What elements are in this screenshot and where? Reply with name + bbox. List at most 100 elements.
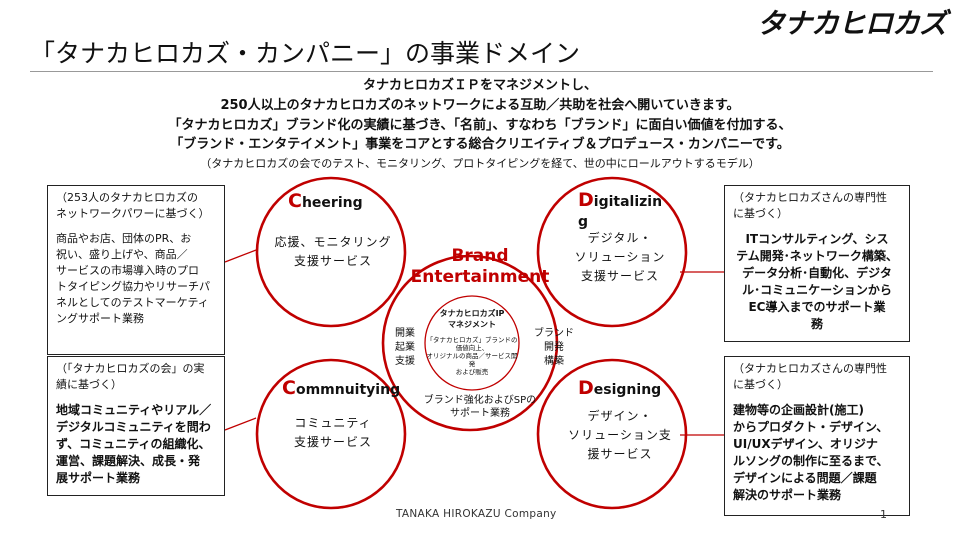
community-title-cap: C bbox=[282, 377, 296, 399]
box-body-line: UI/UXデザイン、オリジナ bbox=[733, 437, 878, 451]
community-title: Commnuitying bbox=[282, 377, 400, 399]
company-logo: タナカヒロカズ bbox=[756, 7, 947, 40]
digitalizing-title-rest: igitalizin bbox=[593, 194, 663, 210]
box-body-line: ネルとしてのテストマーケティ bbox=[56, 296, 209, 309]
box-body-line: データ分析･自動化、デジタ bbox=[742, 266, 892, 280]
brand-development-label: ブランド 開発 構築 bbox=[526, 327, 582, 369]
circle-community bbox=[255, 358, 407, 510]
box-body-line: EC導入までのサポート業 bbox=[748, 300, 886, 314]
page-title: 「タナカヒロカズ・カンパニー」の事業ドメイン bbox=[30, 39, 581, 68]
community-title-rest: ommnuitying bbox=[295, 382, 401, 398]
digitalizing-text-line: デジタル・ bbox=[587, 231, 653, 245]
brand-title-line: Entertainment bbox=[410, 267, 550, 287]
community-text: コミュニティ 支援サービス bbox=[258, 414, 408, 452]
startup-support-line: 開業 bbox=[395, 328, 415, 339]
box-body-line: 解決のサポート業務 bbox=[733, 488, 842, 502]
cheering-text-line: 支援サービス bbox=[293, 254, 372, 268]
brand-sp-support-label: ブランド強化およびSPの サポート業務 bbox=[400, 394, 560, 420]
box-digitalizing-description: （タナカヒロカズさんの専門性 に基づく） ITコンサルティング、シス テム開発･… bbox=[724, 185, 910, 342]
brand-sp-line: サポート業務 bbox=[450, 408, 510, 419]
intro-line: 「ブランド・エンタテイメント」事業をコアとする総合クリエイティブ＆プロデュース・… bbox=[170, 137, 790, 152]
ip-text-line: 「タナカヒロカズ」ブランドの bbox=[426, 336, 518, 344]
circle-designing bbox=[536, 358, 688, 510]
circle-brand-entertainment bbox=[381, 254, 559, 432]
digitalizing-title-cap: D bbox=[578, 189, 594, 211]
cheering-text-line: 応援、モニタリング bbox=[274, 235, 392, 249]
designing-text-line: デザイン・ bbox=[587, 409, 653, 423]
designing-text-line: ソリューション支 bbox=[568, 428, 672, 442]
intro-line: 250人以上のタナカヒロカズのネットワークによる互助／共助を社会へ開いていきます… bbox=[220, 98, 740, 113]
box-body-line: からプロダクト・デザイン、 bbox=[733, 420, 889, 434]
startup-support-label: 開業 起業 支援 bbox=[390, 327, 420, 369]
page-number: 1 bbox=[880, 508, 887, 521]
digitalizing-text-line: ソリューション bbox=[574, 250, 666, 264]
box-body-line: ングサポート業務 bbox=[56, 312, 144, 325]
box-head-line: 績に基づく） bbox=[56, 377, 122, 391]
startup-support-line: 支援 bbox=[395, 356, 415, 367]
cheering-title: Cheering bbox=[288, 190, 363, 212]
box-body-line: 地域コミュニティやリアル／ bbox=[56, 403, 212, 417]
box-body-line: ル･コミュニケーションから bbox=[742, 283, 892, 297]
box-body-line: 祝い、盛り上げや、商品／ bbox=[56, 248, 188, 261]
box-body-line: テム開発･ネットワーク構築、 bbox=[736, 249, 898, 263]
ip-text-line: オリジナルの商品／サービス開発 bbox=[426, 352, 518, 368]
connector-top-left bbox=[224, 249, 257, 263]
box-body-line: 展サポート業務 bbox=[56, 471, 141, 485]
ip-title-line: マネジメント bbox=[448, 320, 496, 329]
box-head-line: （タナカヒロカズさんの専門性 bbox=[733, 362, 887, 375]
community-text-line: 支援サービス bbox=[293, 435, 372, 449]
box-body-line: ず、コミュニティの組織化、 bbox=[56, 437, 211, 451]
circle-cheering bbox=[255, 176, 407, 328]
box-body-line: ITコンサルティング、シス bbox=[745, 232, 889, 246]
designing-title-rest: esigning bbox=[593, 382, 662, 398]
box-body-line: 運営、課題解決、成長・発 bbox=[56, 454, 201, 468]
intro-note: （タナカヒロカズの会でのテスト、モニタリング、プロトタイピングを経て、世の中にロ… bbox=[200, 157, 760, 170]
designing-title: Designing bbox=[578, 377, 661, 399]
cheering-title-cap: C bbox=[288, 190, 302, 212]
box-body-line: 建物等の企画設計(施工) bbox=[733, 403, 864, 417]
digitalizing-title: Digitalizin g bbox=[578, 190, 662, 232]
box-head-line: ネットワークパワーに基づく） bbox=[56, 206, 210, 220]
box-head-line: （253人のタナカヒロカズの bbox=[56, 191, 198, 204]
box-body-line: デザインによる問題／課題 bbox=[733, 471, 877, 485]
connector-bottom-left bbox=[224, 417, 257, 431]
box-community-description: （「タナカヒロカズの会」の実 績に基づく） 地域コミュニティやリアル／ デジタル… bbox=[47, 356, 225, 496]
box-body-line: サービスの市場導入時のプロ bbox=[56, 264, 199, 277]
ip-management-title: タナカヒロカズIP マネジメント bbox=[430, 308, 514, 330]
digitalizing-title-rest-2: g bbox=[578, 214, 589, 230]
digitalizing-text-line: 支援サービス bbox=[580, 269, 659, 283]
community-text-line: コミュニティ bbox=[294, 416, 372, 430]
box-head-line: （「タナカヒロカズの会」の実 bbox=[56, 362, 205, 375]
ip-text-line: 価値向上、 bbox=[455, 344, 489, 352]
box-designing-description: （タナカヒロカズさんの専門性 に基づく） 建物等の企画設計(施工) からプロダク… bbox=[724, 356, 910, 516]
brand-sp-line: ブランド強化およびSPの bbox=[423, 395, 537, 406]
brand-entertainment-title: Brand Entertainment bbox=[400, 246, 560, 288]
box-head-line: に基づく） bbox=[733, 377, 788, 391]
designing-text: デザイン・ ソリューション支 援サービス bbox=[545, 407, 695, 464]
box-body-line: 商品やお店、団体のPR、お bbox=[56, 232, 192, 245]
brand-development-line: 構築 bbox=[544, 356, 564, 367]
box-body-line: 務 bbox=[810, 317, 823, 331]
designing-title-cap: D bbox=[578, 377, 594, 399]
box-cheering-description: （253人のタナカヒロカズの ネットワークパワーに基づく） 商品やお店、団体のP… bbox=[47, 185, 225, 355]
circle-digitalizing bbox=[536, 176, 688, 328]
brand-title-line: Brand bbox=[451, 246, 509, 266]
box-head-line: （タナカヒロカズさんの専門性 bbox=[733, 191, 887, 204]
ip-text-line: および販売 bbox=[455, 368, 489, 376]
title-divider bbox=[30, 71, 933, 72]
cheering-text: 応援、モニタリング 支援サービス bbox=[258, 233, 408, 271]
box-body-line: デジタルコミュニティを問わ bbox=[56, 420, 211, 434]
ip-title-line: タナカヒロカズIP bbox=[439, 309, 505, 318]
box-body-line: トタイピング協力やリサーチパ bbox=[56, 280, 210, 293]
footer-company: TANAKA HIROKAZU Company bbox=[396, 508, 557, 520]
box-body-line: ルソングの制作に至るまで、 bbox=[733, 454, 889, 468]
designing-text-line: 援サービス bbox=[587, 447, 653, 461]
intro-line: タナカヒロカズＩＰをマネジメントし、 bbox=[362, 78, 597, 93]
brand-development-line: 開発 bbox=[544, 342, 564, 353]
ip-management-text: 「タナカヒロカズ」ブランドの 価値向上、 オリジナルの商品／サービス開発 および… bbox=[424, 336, 520, 376]
digitalizing-text: デジタル・ ソリューション 支援サービス bbox=[545, 229, 695, 286]
circle-ip-management bbox=[424, 295, 520, 391]
startup-support-line: 起業 bbox=[395, 342, 415, 353]
box-head-line: に基づく） bbox=[733, 206, 788, 220]
